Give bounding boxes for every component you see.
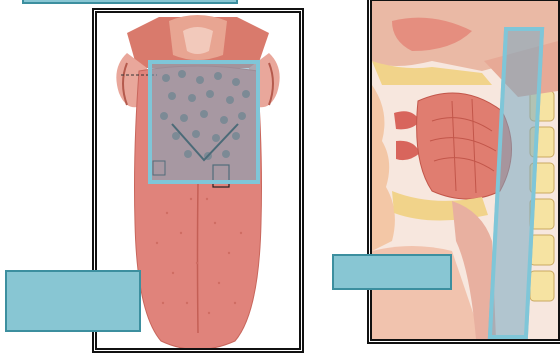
larynx-opening: [183, 27, 213, 54]
label-box-middle: [332, 254, 452, 290]
label-box-left: [5, 270, 141, 332]
lingual-tonsil-texture: [152, 64, 256, 180]
tongue-root-highlight: [148, 60, 260, 184]
label-box-top: [22, 0, 238, 4]
median-sulcus: [198, 183, 199, 333]
sagittal-panel: [367, 0, 560, 344]
